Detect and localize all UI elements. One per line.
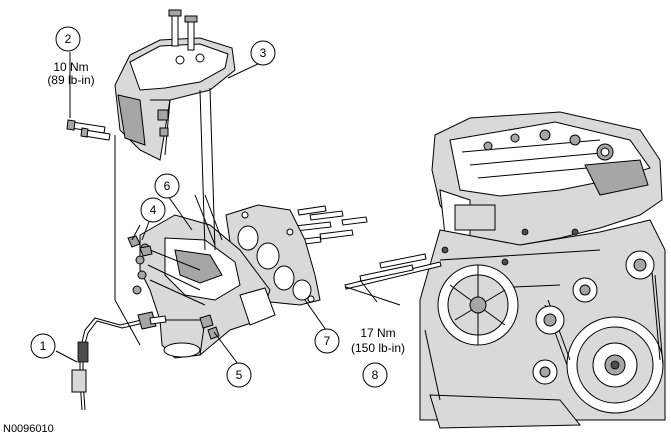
oxygen-sensor (71, 311, 167, 411)
manifold-studs (294, 205, 442, 306)
callout-7-number: 7 (324, 334, 331, 348)
figure-id: N0096010 (3, 423, 54, 435)
leader-lines (55, 52, 378, 365)
manifold-nuts (127, 224, 220, 340)
callout-5: 5 (226, 362, 252, 388)
callout-7: 7 (314, 328, 340, 354)
callout-2-torque-imperial: (89 lb-in) (47, 73, 94, 87)
heat-shield-bolts (66, 9, 198, 141)
callout-8: 17 Nm (150 lb-in) 8 (351, 326, 405, 388)
callout-1: 1 (30, 333, 56, 359)
callout-3: 3 (250, 40, 276, 66)
callout-5-number: 5 (236, 368, 243, 382)
callout-4-number: 4 (150, 203, 157, 217)
exhaust-manifold (132, 194, 276, 359)
callout-2-torque-metric: 10 Nm (53, 60, 88, 74)
callout-1-number: 1 (40, 339, 47, 353)
callout-3-number: 3 (260, 46, 267, 60)
callout-6-number: 6 (164, 179, 171, 193)
callout-6: 6 (154, 173, 180, 199)
callout-8-torque-imperial: (150 lb-in) (351, 341, 405, 355)
heat-shield (114, 37, 236, 346)
callout-2: 2 10 Nm (89 lb-in) (47, 26, 95, 87)
callout-8-number: 8 (372, 368, 379, 382)
callout-4: 4 (140, 197, 166, 223)
callout-2-number: 2 (65, 32, 72, 46)
engine-assembly (419, 111, 666, 429)
callout-8-torque-metric: 17 Nm (360, 326, 395, 340)
